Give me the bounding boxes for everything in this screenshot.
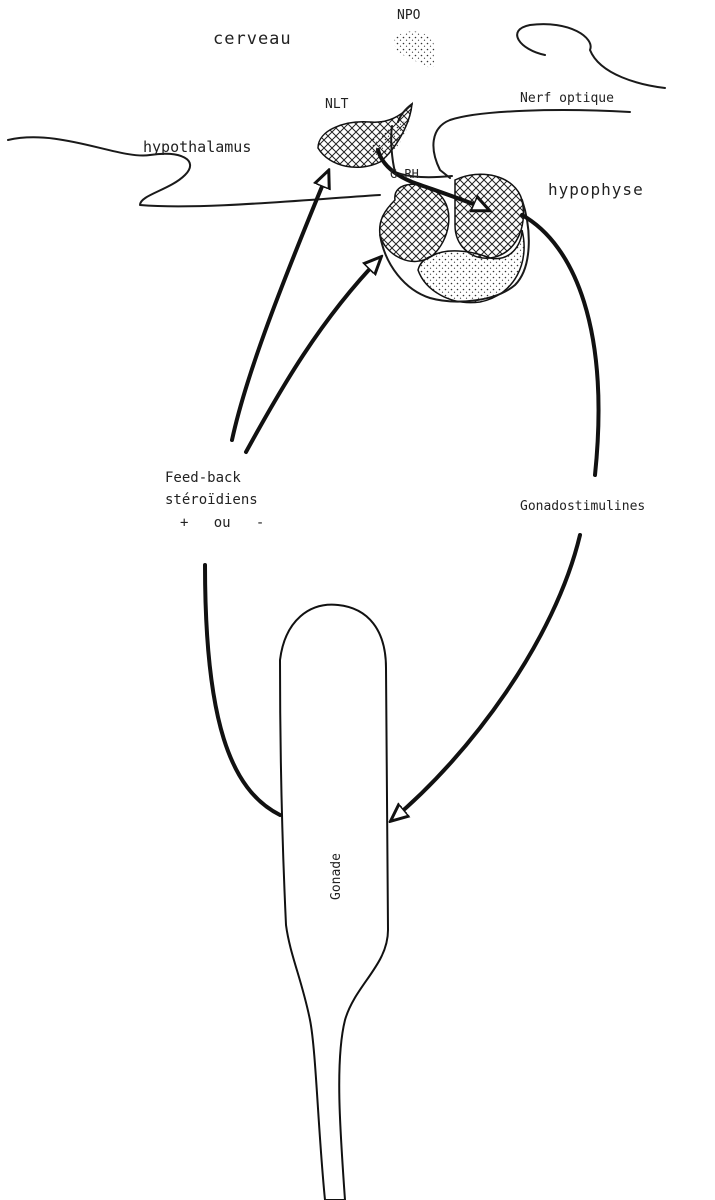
npo-nucleus — [394, 31, 436, 67]
optic-nerve-line — [433, 110, 630, 178]
gonadostimulines-label: Gonadostimulines — [520, 499, 645, 514]
feedback-label-line1: Feed-back — [165, 470, 241, 486]
feedback-curve-from-gonade — [205, 565, 280, 815]
gonadostimulines-curve — [522, 215, 598, 475]
gonadostimulines-arrow-to-gonade — [392, 535, 580, 820]
feedback-label-line2: stéroïdiens — [165, 492, 258, 508]
npo-label: NPO — [397, 8, 421, 23]
brain-outline-right — [517, 24, 665, 88]
hypophyse-label: hypophyse — [548, 180, 644, 199]
cerveau-label: cerveau — [213, 29, 292, 49]
grh-label: G-RH — [390, 167, 419, 181]
feedback-label-line3: + ou - — [180, 515, 264, 531]
gonade-organ — [280, 605, 388, 1200]
feedback-arrow-to-hypothalamus — [232, 172, 328, 440]
pituitary-left-lobe — [380, 184, 449, 261]
feedback-arrow-to-pituitary — [246, 258, 380, 452]
gonade-label: Gonade — [329, 853, 344, 900]
nerf-optique-label: Nerf optique — [520, 91, 614, 106]
nlt-label: NLT — [325, 97, 349, 112]
pituitary-right-lobe — [455, 174, 523, 258]
hypothalamus-label: hypothalamus — [143, 138, 251, 156]
